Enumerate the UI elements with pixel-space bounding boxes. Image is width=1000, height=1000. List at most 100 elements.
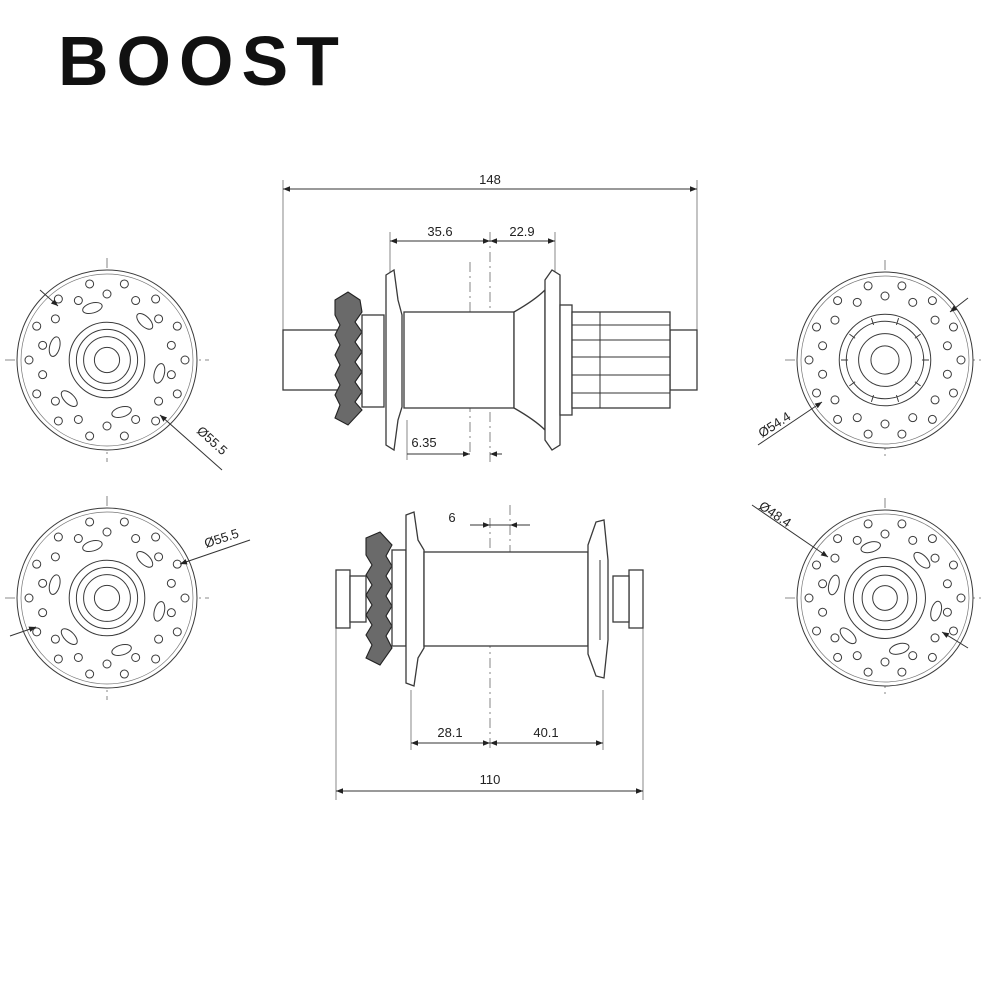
spoke-hole [32,389,42,399]
spoke-hole [38,370,48,380]
spoke-hole [852,413,862,423]
spoke-hole [930,633,940,643]
spoke-hole [50,314,60,324]
spoke-hole [908,297,918,307]
spoke-hole [833,296,843,306]
rotor-slot [82,301,103,315]
spoke-hole [166,340,176,350]
spoke-hole [24,355,34,365]
spoke-hole [151,654,161,664]
rotor-slot [111,643,132,657]
rotor-slot [153,363,166,384]
spoke-hole [863,519,873,529]
flange-outline [796,271,974,449]
spoke-hole [102,421,112,431]
spoke-hole [830,315,840,325]
freehub-spline [870,394,875,403]
front-dim-overall: 110 [480,772,501,787]
bearing-ring [844,557,926,639]
spoke-hole [166,608,176,618]
spoke-hole [897,519,907,529]
front-right-diameter-label: Ø48.4 [756,498,794,530]
spoke-hole [85,517,95,527]
spoke-hole [804,593,814,603]
spoke-hole [151,532,161,542]
spoke-hole [927,414,937,424]
spoke-hole [956,355,966,365]
rear-dim-disc-offset: 6.35 [411,435,436,450]
spoke-hole [833,652,843,662]
bearing-ring [75,328,139,392]
spoke-hole [154,552,164,562]
spoke-hole [880,529,890,539]
rotor-slot [889,642,910,655]
spoke-hole [942,341,952,351]
spoke-hole [880,419,890,429]
freehub-spline [914,381,921,387]
spoke-hole [38,608,48,618]
freehub-spline [914,333,921,339]
spoke-hole [32,321,42,331]
rotor-slot [136,551,154,568]
rotor-slot [82,539,103,553]
spoke-hole [73,296,83,306]
spoke-hole [830,395,840,405]
spoke-hole [812,388,822,398]
spoke-hole [863,281,873,291]
rotor-slot [827,574,840,596]
front-dim-right-flange: 40.1 [533,725,558,740]
spoke-hole [927,296,937,306]
spoke-hole [852,297,862,307]
spoke-hole [908,535,918,545]
spoke-hole [908,413,918,423]
spoke-hole [85,431,95,441]
spoke-hole [53,532,63,542]
spoke-hole [948,388,958,398]
spoke-hole [897,281,907,291]
spoke-hole [880,291,890,301]
spoke-hole [151,416,161,426]
rotor-slot [930,600,943,622]
spoke-hole [818,341,828,351]
spoke-hole [863,429,873,439]
flange-outline [16,507,198,689]
rear-right-diameter-label: Ø54.4 [755,409,793,441]
spoke-hole [73,652,83,662]
spoke-hole [180,593,190,603]
spoke-hole [830,553,840,563]
spoke-hole [804,355,814,365]
spoke-hole [154,314,164,324]
spoke-hole [131,414,141,424]
bearing-ring [838,313,932,407]
rear-left-diameter-label: Ø55.5 [194,423,230,458]
rotor-slot [60,628,78,645]
spoke-hole [32,559,42,569]
spoke-hole [812,626,822,636]
spoke-hole [154,634,164,644]
rear-dim-left-flange: 35.6 [427,224,452,239]
spoke-hole [852,651,862,661]
spoke-hole [50,634,60,644]
spoke-hole [119,279,129,289]
bearing-ring [870,345,900,375]
bearing-ring [68,559,146,637]
spoke-hole [180,355,190,365]
bearing-ring [93,584,121,612]
spoke-hole [131,652,141,662]
spoke-hole [85,669,95,679]
rear-hub-side-view: 148 35.6 22.9 6.35 [282,172,698,462]
front-left-diameter-label: Ø55.5 [202,526,240,551]
bearing-ring [75,566,139,630]
bearing-ring [68,321,146,399]
spoke-hole [102,527,112,537]
flange-outline [16,269,198,451]
spoke-hole [942,579,952,589]
spoke-hole [833,414,843,424]
spoke-hole [131,534,141,544]
spoke-hole [812,560,822,570]
spoke-hole [830,633,840,643]
rotor-slot [839,627,857,645]
spoke-hole [956,593,966,603]
spoke-hole [930,553,940,563]
